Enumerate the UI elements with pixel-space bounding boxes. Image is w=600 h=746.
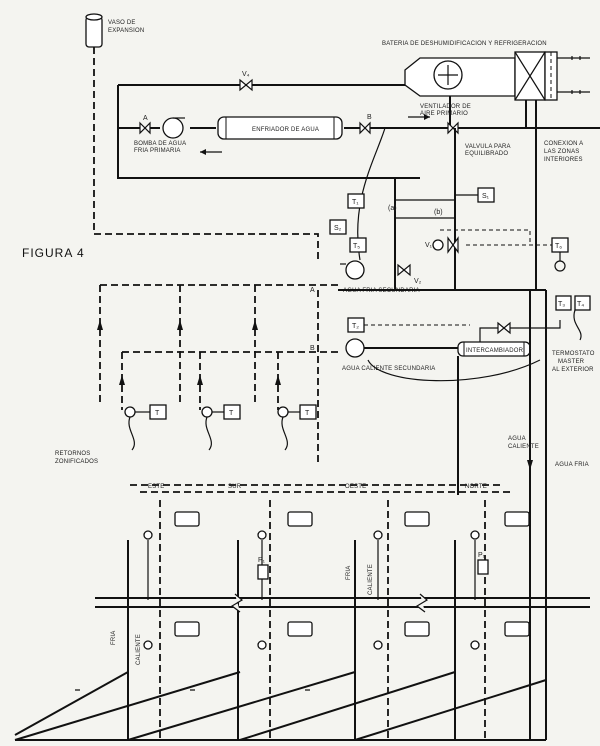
thermostat-label-3: AL EXTERIOR — [552, 367, 594, 373]
primary-return-pipe — [117, 85, 365, 179]
fria-label-1: FRIA — [346, 566, 352, 580]
zoned-returns-label-1: RETORNOS — [55, 451, 91, 457]
controller-t3 — [555, 295, 572, 311]
valve-v4 — [239, 78, 253, 92]
hot-water-label-1: AGUA — [508, 436, 526, 442]
hot-water-label-2: CALIENTE — [508, 444, 539, 450]
label-a-paren: (a) — [388, 205, 397, 212]
controller-s2 — [329, 219, 347, 235]
expansion-tank-label-2: EXPANSION — [108, 28, 144, 34]
pump-p1-norte — [477, 559, 489, 575]
pump-p1-sur — [257, 564, 269, 580]
controller-t5 — [349, 237, 367, 253]
valve-v1 — [432, 236, 459, 254]
p1-label-2: P₁ — [478, 552, 486, 559]
valve-b — [359, 121, 371, 135]
v1-label: V₁ — [425, 242, 433, 249]
fan-coil-upper-row — [143, 511, 530, 540]
exchanger-label: INTERCAMBIADOR — [466, 348, 524, 354]
fan-primary-label-1: VENTILADOR DE — [420, 104, 471, 110]
battery-label: BATERIA DE DESHUMIDIFICACION Y REFRIGERA… — [382, 41, 547, 47]
t-label-3: T — [305, 410, 310, 417]
zoned-returns-label-2: ZONIFICADOS — [55, 459, 98, 465]
expansion-tank-label-1: VASO DE — [108, 20, 136, 26]
t2-label: T₂ — [352, 323, 359, 330]
t3-label: T₃ — [558, 301, 565, 308]
p1-label-1: P₁ — [258, 557, 266, 564]
t4-label: T₄ — [577, 301, 584, 308]
t1-label: T₁ — [352, 199, 359, 206]
v4-label: V₄ — [242, 71, 250, 78]
pump-primary-label-2: FRIA PRIMARIA — [134, 148, 181, 154]
air-handler — [404, 51, 590, 101]
label-a2: A — [310, 287, 315, 294]
label-b2: B — [310, 345, 315, 352]
connection-label-1: CONEXION A — [544, 141, 583, 147]
thermostat-label-2: MASTER — [558, 359, 585, 365]
hot-secondary-label: AGUA CALIENTE SECUNDARIA — [342, 366, 436, 372]
label-b: B — [367, 114, 372, 121]
s1-label: S₁ — [482, 193, 490, 200]
connection-label-2: LAS ZONAS — [544, 149, 579, 155]
balance-valve-label-1: VALVULA PARA — [465, 144, 511, 150]
balance-valve — [447, 121, 459, 135]
t-label-2: T — [229, 410, 234, 417]
zone-valve-1 — [124, 404, 167, 451]
expansion-tank — [85, 13, 103, 48]
t6-label: T₆ — [555, 243, 562, 250]
zone-sur-label: SUR — [228, 484, 242, 490]
t5-label: T₅ — [353, 243, 360, 250]
zone-valve-3 — [277, 404, 317, 451]
controller-t1 — [347, 193, 365, 209]
chiller-label: ENFRIADOR DE AGUA — [252, 127, 319, 133]
t-label-1: T — [155, 410, 160, 417]
balance-valve-label-2: EQUILIBRADO — [465, 151, 508, 157]
cold-water-label: AGUA FRIA — [555, 462, 589, 468]
zone-este-label: ESTE — [148, 484, 164, 490]
fan-coil-lower-row — [143, 621, 530, 650]
caliente-label-2: CALIENTE — [136, 634, 142, 665]
bottom-diagonal-1 — [14, 671, 129, 736]
zone-norte-label: NORTE — [465, 484, 487, 490]
label-b-paren: (b) — [434, 209, 443, 216]
heat-exchanger — [457, 341, 531, 357]
expansion-line — [93, 47, 319, 260]
pump-primary-label-1: BOMBA DE AGUA — [134, 141, 186, 147]
fria-label-2: FRIA — [111, 631, 117, 645]
zone-valve-2 — [201, 404, 241, 451]
chiller — [217, 116, 343, 140]
valve-v2 — [397, 263, 411, 277]
secondary-hot-pump — [345, 338, 365, 358]
fan-primary-label-2: AIRE PRIMARIO — [420, 111, 468, 117]
s2-label: S₂ — [334, 225, 342, 232]
label-a: A — [143, 115, 148, 122]
thermostat-label-1: TERMOSTATO — [552, 351, 595, 357]
v2-label: V₂ — [414, 278, 422, 285]
caliente-label-1: CALIENTE — [368, 564, 374, 595]
zone-oeste-label: OESTE — [345, 484, 366, 490]
secondary-cold-pump — [340, 260, 365, 280]
valve-exchanger — [497, 321, 511, 335]
controller-t4 — [574, 295, 591, 311]
figure-title: FIGURA 4 — [22, 246, 85, 260]
connection-label-3: INTERIORES — [544, 157, 583, 163]
primary-pump — [139, 117, 185, 139]
